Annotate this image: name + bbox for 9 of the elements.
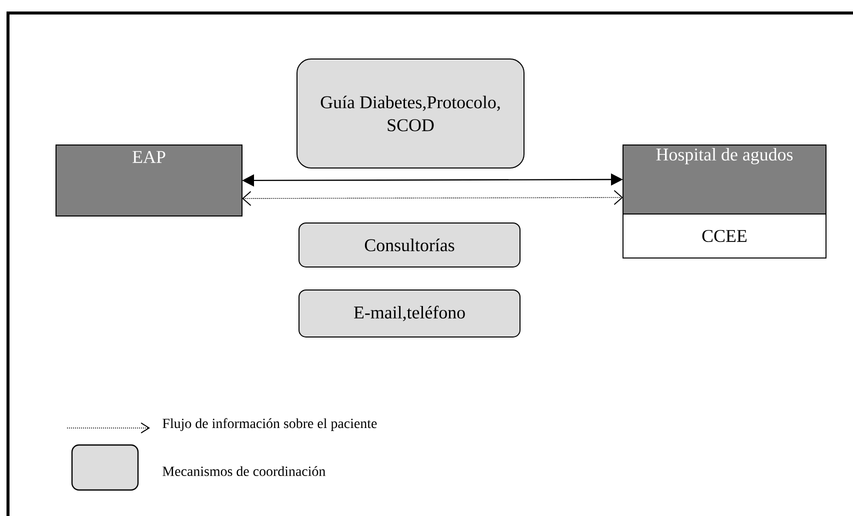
- legend-text: Flujo de información sobre el paciente: [162, 418, 377, 431]
- coordination-box: E-mail,teléfono: [298, 289, 520, 338]
- process-box: Hospital de agudos: [622, 144, 826, 214]
- process-box: CCEE: [622, 213, 826, 258]
- coordination-box: Guía Diabetes,Protocolo, SCOD: [296, 58, 524, 168]
- process-box: EAP: [56, 144, 242, 216]
- arrow: [242, 190, 623, 206]
- coordination-box: Consultorías: [298, 222, 520, 268]
- legend-text: Mecanismos de coordinación: [162, 466, 326, 476]
